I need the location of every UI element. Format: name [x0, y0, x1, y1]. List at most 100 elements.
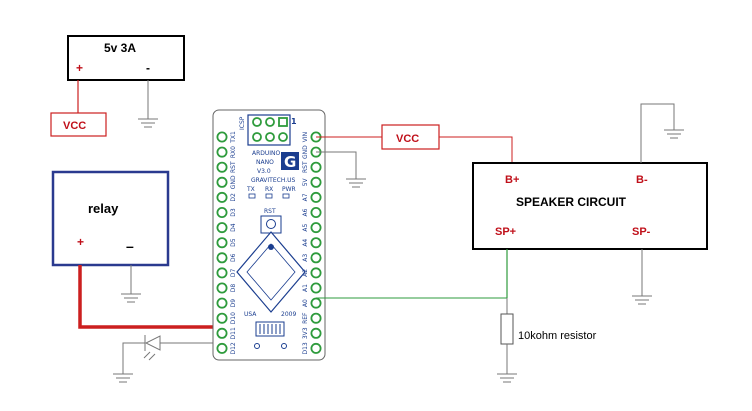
arduino-nano-board: 1 ICSP ARDUINO NANO V3.0 G GRAVITECH.US … [212, 109, 326, 361]
right-pin-label-a6: A6 [302, 208, 309, 216]
left-pin-d2 [216, 191, 228, 203]
power-supply: 5v 3A + - [67, 35, 185, 81]
left-pin-d8 [216, 282, 228, 294]
left-pin-label-d7: D7 [230, 268, 237, 277]
wire-gnd [316, 151, 357, 179]
left-pin-label-d8: D8 [230, 284, 237, 293]
right-pin-rst [310, 161, 322, 173]
ground-icon [664, 129, 684, 139]
right-pin-label-a3: A3 [302, 254, 309, 262]
right-pin-label-vin: VIN [302, 132, 309, 142]
resistor-icon [500, 313, 514, 345]
left-pin-label-rx0: RX0 [230, 146, 237, 158]
left-pin-d6 [216, 252, 228, 264]
vcc-left-label: VCC [63, 120, 86, 132]
board-usa: USA [244, 311, 257, 318]
right-pin-a4 [310, 237, 322, 249]
ground-icon [497, 373, 517, 383]
left-pin-label-gnd: GND [230, 175, 237, 189]
vcc-left: VCC [50, 112, 107, 137]
board-name: ARDUINO [252, 150, 281, 157]
board-tx: TX [246, 186, 255, 193]
right-pin-label-a7: A7 [302, 193, 309, 201]
right-pin-label-a4: A4 [302, 239, 309, 247]
relay-plus: + [77, 235, 84, 249]
usb-connector [255, 321, 285, 337]
left-pin-label-d3: D3 [230, 208, 237, 217]
right-pin-a6 [310, 206, 322, 218]
left-pin-label-rst: RST [230, 161, 237, 173]
right-pin-a0 [310, 297, 322, 309]
right-pin-a2 [310, 267, 322, 279]
right-pin-label-3v3: 3V3 [302, 327, 309, 339]
microcontroller-chip [236, 231, 306, 313]
left-pin-label-tx1: TX1 [230, 131, 237, 144]
right-pin-label-d13: D13 [302, 342, 309, 354]
wire-led-ground [122, 342, 145, 374]
wire-relay-plus [78, 265, 222, 329]
right-pin-label-a1: A1 [302, 284, 309, 292]
right-pin-a5 [310, 222, 322, 234]
left-pin-d10 [216, 312, 228, 324]
left-pin-d5 [216, 237, 228, 249]
left-pin-label-d12: D12 [230, 342, 237, 354]
left-pin-d12 [216, 342, 228, 354]
board-maker: GRAVITECH.US [251, 177, 296, 184]
vcc-right-box [381, 124, 440, 150]
left-pin-label-d5: D5 [230, 238, 237, 247]
icsp-pin1-label: 1 [291, 117, 297, 126]
icsp-label: ICSP [239, 116, 246, 130]
resistor-label: 10kohm resistor [518, 330, 597, 342]
relay-box [51, 170, 170, 267]
left-pin-label-d2: D2 [230, 193, 237, 202]
left-pin-rst [216, 161, 228, 173]
gravitech-logo: G [281, 152, 299, 171]
left-pin-d4 [216, 222, 228, 234]
board-rx: RX [265, 186, 273, 193]
right-pin-d13 [310, 342, 322, 354]
right-pin-3v3 [310, 327, 322, 339]
left-pin-gnd [216, 176, 228, 188]
right-pin-5v [310, 176, 322, 188]
ground-icon [632, 295, 652, 305]
left-pin-d7 [216, 267, 228, 279]
left-pin-d9 [216, 297, 228, 309]
speaker-b-minus: B- [636, 174, 648, 186]
ground-icon [121, 293, 141, 303]
wire-b-minus [640, 103, 675, 163]
wire-vcc-bplus [439, 136, 513, 163]
speaker-circuit: B+ B- SPEAKER CIRCUIT SP+ SP- [472, 162, 708, 250]
relay-minus: – [126, 238, 134, 254]
left-pin-label-d11: D11 [230, 327, 237, 339]
power-supply-box [67, 35, 185, 81]
left-pin-label-d6: D6 [230, 253, 237, 262]
vcc-right-label: VCC [396, 133, 419, 145]
led-icon [143, 335, 161, 361]
right-pin-label-5v: 5V [302, 177, 309, 186]
board-pwr: PWR [282, 186, 296, 193]
svg-text:G: G [284, 153, 296, 171]
ground-icon [346, 178, 366, 188]
right-pin-a3 [310, 252, 322, 264]
right-pin-ref [310, 312, 322, 324]
right-pin-label-a2: A2 [302, 269, 309, 277]
right-pin-a7 [310, 191, 322, 203]
left-pin-d3 [216, 206, 228, 218]
right-pin-label-a5: A5 [302, 223, 309, 231]
speaker-sp-minus: SP- [632, 226, 651, 238]
speaker-title: SPEAKER CIRCUIT [516, 195, 627, 209]
left-pin-label-d4: D4 [230, 223, 237, 232]
right-pin-label-a0: A0 [302, 299, 309, 307]
right-pin-a1 [310, 282, 322, 294]
board-v: V3.0 [257, 168, 271, 175]
power-supply-plus: + [76, 61, 83, 75]
right-pin-label-gnd: GND [302, 145, 309, 159]
right-pin-label-rst: RST [302, 161, 309, 173]
ground-icon [113, 373, 133, 383]
power-supply-label: 5v 3A [104, 41, 136, 55]
right-pin-label-ref: REF [302, 312, 309, 324]
board-year: 2009 [281, 311, 296, 318]
left-pin-label-d10: D10 [230, 312, 237, 324]
board-rst: RST [264, 208, 276, 215]
speaker-sp-plus: SP+ [495, 226, 516, 238]
